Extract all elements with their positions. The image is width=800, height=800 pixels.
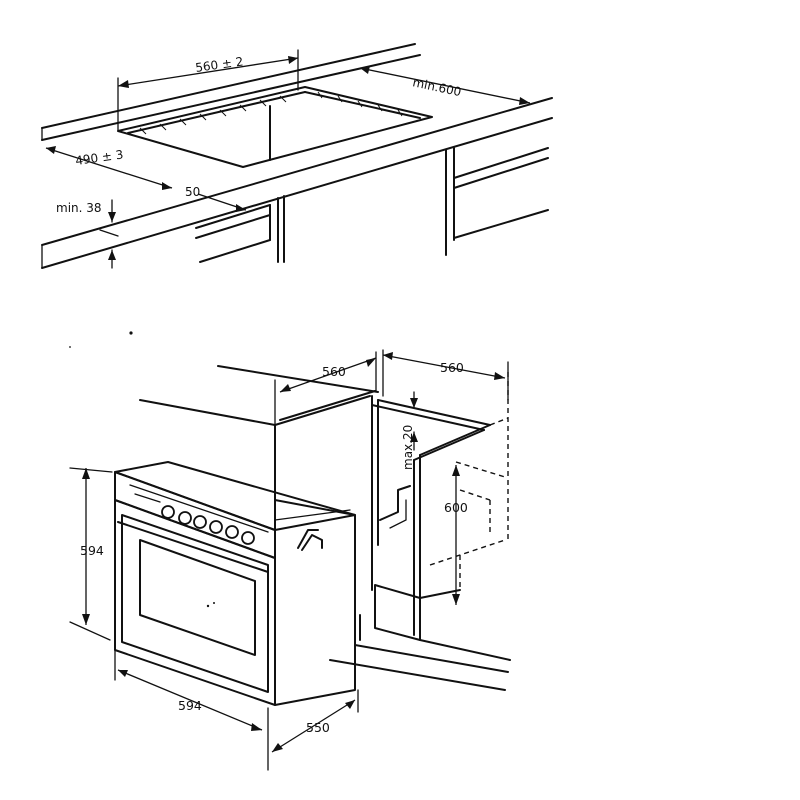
oven-width-label: 594 [178, 698, 202, 713]
oven-appliance [114, 461, 356, 706]
control-knob [193, 515, 207, 529]
speck-mark [129, 331, 133, 335]
control-knob [178, 511, 192, 525]
control-knob [209, 520, 223, 534]
oven-control-knobs [161, 505, 255, 545]
oven-height-label: 594 [80, 543, 104, 558]
oven-dimensions: 560 560 max.20 600 594 594 [69, 349, 509, 771]
cutout-rim-hatch [127, 91, 421, 135]
oven-niche-drawing [139, 365, 511, 691]
hob-dimensions: 560 ± 2 min.600 490 ± 3 50 min. 38 [45, 49, 531, 269]
rear-gap-label: max.20 [401, 425, 415, 470]
control-knob [161, 505, 175, 519]
hob-width-label: 560 ± 2 [194, 54, 244, 75]
front-distance-label: 50 [185, 185, 200, 199]
oven-depth-label: 550 [306, 720, 330, 735]
worktop-thickness-label: min. 38 [56, 201, 102, 215]
niche-height-label: 600 [444, 500, 468, 515]
hob-depth-label: 490 ± 3 [74, 147, 124, 168]
niche-width-label: 560 [322, 364, 346, 379]
speck-mark [69, 346, 71, 348]
cabinet-depth-label: 560 [440, 360, 464, 375]
control-knob [225, 525, 239, 539]
rear-clearance-label: min.600 [411, 75, 462, 99]
control-knob [241, 531, 255, 545]
hob-cutout-drawing [41, 43, 553, 269]
